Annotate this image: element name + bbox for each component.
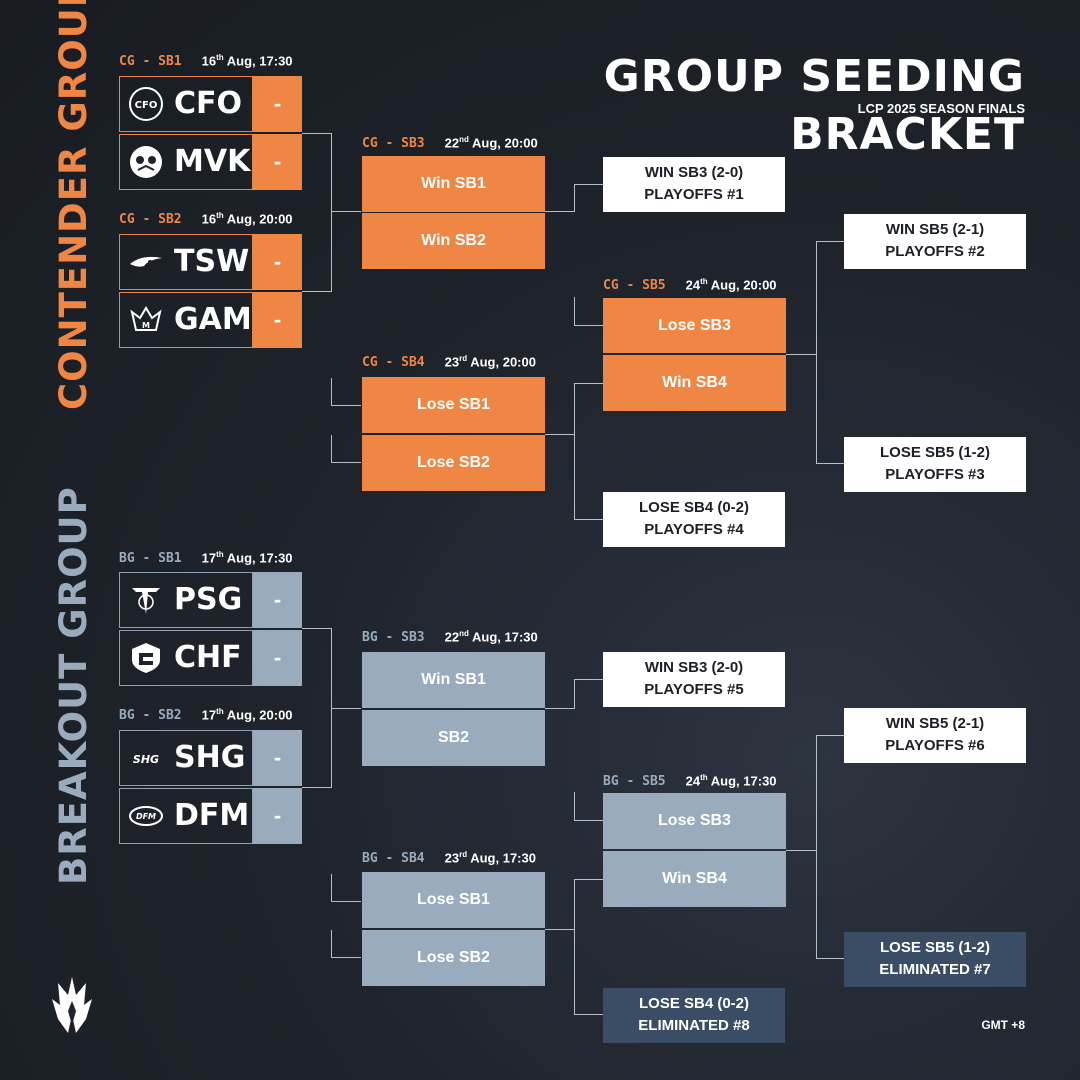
eliminated-box: LOSE SB4 (0-2)ELIMINATED #8 <box>603 988 785 1043</box>
match-code: BG - SB2 <box>119 708 182 724</box>
match-code: BG - SB4 <box>362 851 425 867</box>
page-subtitle: LCP 2025 SEASON FINALS <box>857 101 1025 116</box>
cfo-logo-icon: CFO <box>129 87 163 121</box>
team-row-tsw: TSW <box>119 234 253 290</box>
svg-text:M: M <box>142 321 150 330</box>
result-box: WIN SB3 (2-0)PLAYOFFS #5 <box>603 652 785 707</box>
eliminated-box: LOSE SB5 (1-2)ELIMINATED #7 <box>844 932 1026 987</box>
team-row-cfo: CFO CFO <box>119 76 253 132</box>
team-row-dfm: DFM DFM <box>119 788 253 844</box>
mvke-logo-icon <box>130 146 162 178</box>
team-row-psg: PSG <box>119 572 253 628</box>
score-box: - <box>253 134 302 190</box>
score-box: - <box>253 234 302 290</box>
bg-sb4-slot-a: Lose SB1 <box>362 872 545 928</box>
bg-sb5-slot-a: Lose SB3 <box>603 793 786 849</box>
bg-sb5-slot-b: Win SB4 <box>603 851 786 907</box>
match-code: CG - SB3 <box>362 136 425 152</box>
match-code: CG - SB4 <box>362 355 425 371</box>
team-abbr: TSW <box>174 244 250 279</box>
result-box: WIN SB3 (2-0)PLAYOFFS #1 <box>603 157 785 212</box>
score-box: - <box>253 76 302 132</box>
match-code: BG - SB3 <box>362 630 425 646</box>
score-box: - <box>253 630 302 686</box>
result-box: LOSE SB4 (0-2)PLAYOFFS #4 <box>603 492 785 547</box>
lcp-brand-logo-icon <box>52 977 92 1033</box>
team-abbr: GAM <box>174 302 252 337</box>
cg-sb5-slot-b: Win SB4 <box>603 355 786 411</box>
tsw-logo-icon <box>130 256 162 267</box>
svg-text:CFO: CFO <box>135 100 158 111</box>
score-box: - <box>253 788 302 844</box>
team-abbr: CHF <box>174 640 242 675</box>
match-code: CG - SB1 <box>119 54 182 70</box>
team-abbr: DFM <box>174 798 250 833</box>
team-abbr: CFO <box>174 86 243 121</box>
score-box: - <box>253 292 302 348</box>
result-box: WIN SB5 (2-1)PLAYOFFS #2 <box>844 214 1026 269</box>
team-abbr: SHG <box>174 740 246 775</box>
result-box: LOSE SB5 (1-2)PLAYOFFS #3 <box>844 437 1026 492</box>
cg-sb3-slot-b: Win SB2 <box>362 213 545 269</box>
bg-sb4-slot-b: Lose SB2 <box>362 930 545 986</box>
score-box: - <box>253 572 302 628</box>
shg-logo-icon: SHG <box>133 753 159 766</box>
match-code: CG - SB2 <box>119 212 182 228</box>
breakout-group-label: BREAKOUT GROUP <box>52 486 95 885</box>
cg-sb3-slot-a: Win SB1 <box>362 156 545 212</box>
team-row-mvke: MVKE <box>119 134 271 190</box>
psg-logo-icon <box>132 588 160 614</box>
team-abbr: PSG <box>174 582 243 617</box>
cg-sb4-slot-a: Lose SB1 <box>362 377 545 433</box>
bg-sb3-slot-b: SB2 <box>362 710 545 766</box>
timezone-label: GMT +8 <box>981 1018 1025 1032</box>
page-title: GROUP SEEDING BRACKET <box>603 51 1025 160</box>
cg-sb5-slot-a: Lose SB3 <box>603 298 786 353</box>
match-code: CG - SB5 <box>603 278 666 294</box>
result-box: WIN SB5 (2-1)PLAYOFFS #6 <box>844 708 1026 763</box>
team-row-chf: CHF <box>119 630 253 686</box>
match-code: BG - SB5 <box>603 774 666 790</box>
chf-logo-icon <box>132 643 160 673</box>
gam-logo-icon: M <box>130 306 162 331</box>
svg-text:DFM: DFM <box>136 812 156 821</box>
svg-text:SHG: SHG <box>133 753 159 766</box>
score-box: - <box>253 730 302 786</box>
match-code: BG - SB1 <box>119 551 182 567</box>
cg-sb4-slot-b: Lose SB2 <box>362 435 545 491</box>
bg-sb3-slot-a: Win SB1 <box>362 652 545 708</box>
contender-group-label: CONTENDER GROUP <box>52 0 95 410</box>
dfm-logo-icon: DFM <box>129 806 163 826</box>
team-row-shg: SHG SHG <box>119 730 253 786</box>
team-row-gam: M GAM <box>119 292 253 348</box>
